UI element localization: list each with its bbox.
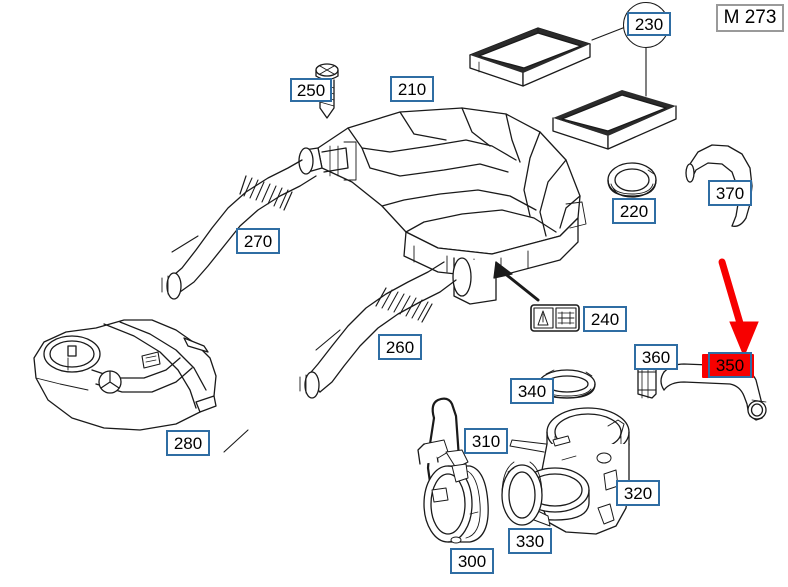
callout-320[interactable]: 320: [616, 480, 660, 506]
part-280-engine-cover: [33, 319, 217, 431]
callout-300-label: 300: [457, 551, 487, 571]
pointer-arrow-to-210: [493, 261, 540, 302]
callout-240-label: 240: [590, 309, 620, 329]
callout-270-label: 270: [243, 231, 273, 251]
part-220-seal-ring: [607, 162, 657, 198]
part-210-airbox: [298, 107, 587, 305]
callout-340-label: 340: [517, 381, 547, 401]
callout-220[interactable]: 220: [612, 198, 656, 224]
part-240-decal: [530, 304, 580, 332]
part-230-filter-upper: [469, 27, 591, 87]
callout-230[interactable]: 230: [627, 12, 671, 36]
callout-330[interactable]: 330: [508, 528, 552, 554]
callout-350[interactable]: 350: [708, 352, 752, 378]
callout-360-label: 360: [641, 347, 671, 367]
callout-370-label: 370: [715, 183, 745, 203]
callout-300[interactable]: 300: [450, 548, 494, 574]
title-box: M 273: [716, 4, 784, 32]
part-330-seal-ring: [501, 461, 543, 526]
highlight-marker-350: [702, 354, 754, 378]
callout-320-label: 320: [623, 483, 653, 503]
callout-370[interactable]: 370: [708, 180, 752, 206]
callout-240[interactable]: 240: [583, 306, 627, 332]
callout-330-label: 330: [515, 531, 545, 551]
red-highlight-arrow: [718, 258, 759, 358]
title-box-label: M 273: [723, 7, 777, 28]
callout-310[interactable]: 310: [464, 428, 508, 454]
callout-360[interactable]: 360: [634, 344, 678, 370]
part-260-duct: [299, 261, 457, 399]
callout-230-label: 230: [634, 14, 664, 34]
callout-270[interactable]: 270: [236, 228, 280, 254]
callout-260[interactable]: 260: [378, 334, 422, 360]
callout-220-label: 220: [619, 201, 649, 221]
callout-210[interactable]: 210: [390, 76, 434, 102]
callout-280[interactable]: 280: [166, 430, 210, 456]
callout-250[interactable]: 250: [290, 78, 332, 102]
part-270-duct: [161, 159, 317, 300]
part-300-maf-sensor: [417, 439, 489, 544]
callout-280-label: 280: [173, 433, 203, 453]
callout-310-label: 310: [471, 431, 501, 451]
part-230-filter-lower: [552, 90, 677, 150]
leader-lines: [171, 25, 647, 453]
callout-340[interactable]: 340: [510, 378, 554, 404]
callout-210-label: 210: [397, 79, 427, 99]
callout-350-label: 350: [715, 355, 745, 375]
part-320-intake-adapter: [509, 407, 630, 535]
callout-260-label: 260: [385, 337, 415, 357]
callout-250-label: 250: [296, 80, 326, 100]
